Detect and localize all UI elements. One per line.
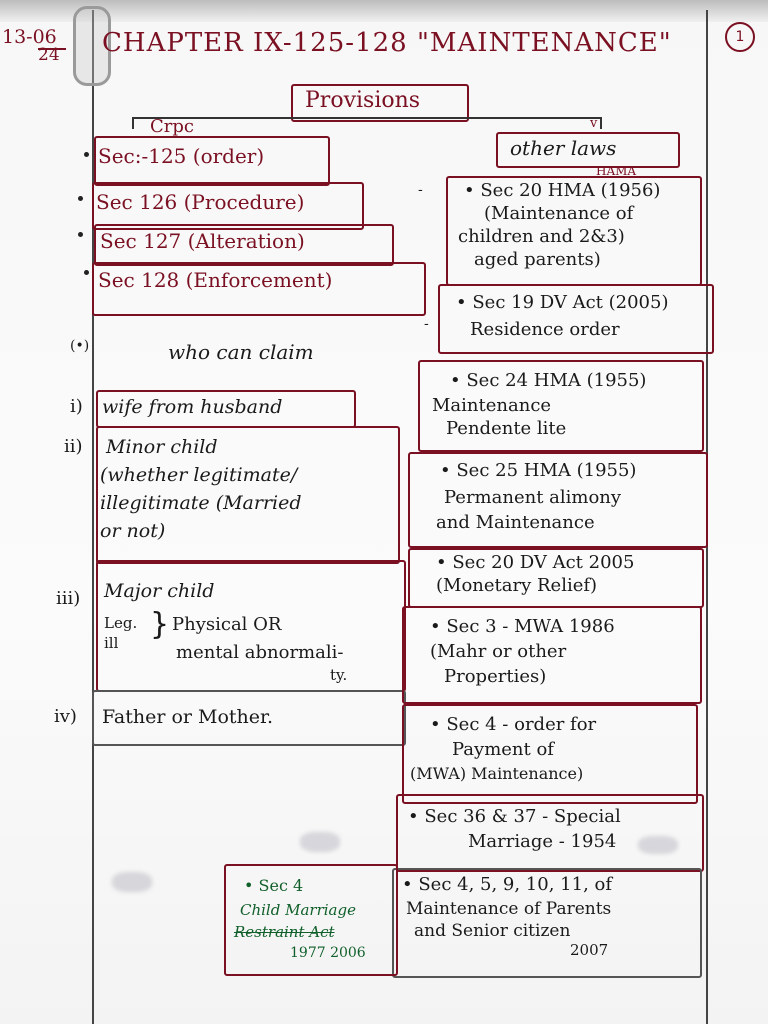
provisions-box: Provisions	[291, 84, 469, 122]
right-section-line: aged parents)	[474, 249, 601, 270]
right-section-line: Residence order	[470, 319, 620, 340]
claimant-line: (whether legitimate/	[100, 464, 298, 486]
right-section-line: (Mahr or other	[430, 641, 567, 662]
right-section-line: • Sec 24 HMA (1955)	[450, 370, 647, 391]
claimant-number: iv)	[54, 706, 77, 727]
right-section-line: and Senior citizen	[414, 921, 571, 941]
right-section-line: Payment of	[452, 739, 554, 760]
page-top-shadow	[0, 0, 768, 22]
smudge	[638, 836, 678, 854]
left-section-box: Sec 126 (Procedure)	[92, 182, 364, 230]
right-section-line: and Maintenance	[436, 512, 595, 533]
right-section-line: • Sec 4, 5, 9, 10, 11, of	[402, 874, 613, 895]
other-laws-box: other laws	[496, 132, 680, 168]
left-section-box: Sec 127 (Alteration)	[94, 224, 394, 266]
right-section-line: • Sec 36 & 37 - Special	[408, 806, 621, 827]
left-section-label: Sec 128 (Enforcement)	[98, 268, 333, 292]
right-section-box: • Sec 20 DV Act 2005 (Monetary Relief)	[408, 548, 704, 608]
claimant-line: or not)	[100, 520, 166, 542]
dash-mark: -	[418, 182, 423, 198]
claim-marker: (•)	[70, 338, 90, 354]
branch-right-tick	[600, 117, 602, 129]
brace-icon: }	[150, 607, 170, 642]
left-section-box: Sec:-125 (order)	[94, 136, 330, 186]
claimant-number: iii)	[56, 588, 81, 609]
right-section-line: Pendente lite	[446, 418, 567, 439]
bullet	[84, 152, 89, 157]
major-child-line: mental abnormali-	[176, 642, 344, 663]
claimant-line: Minor child	[106, 436, 218, 458]
child-marriage-line: Child Marriage	[240, 901, 356, 919]
bullet	[84, 270, 89, 275]
left-margin-line	[92, 10, 94, 1024]
date-fraction-line	[38, 48, 66, 50]
claimant-line: wife from husband	[102, 396, 283, 418]
right-section-line: • Sec 19 DV Act (2005)	[456, 292, 669, 313]
hama-note: HAMA	[596, 164, 637, 178]
bullet	[78, 232, 83, 237]
right-section-box: • Sec 19 DV Act (2005) Residence order	[438, 284, 714, 354]
page-number: 1	[725, 22, 755, 52]
right-section-line: Marriage - 1954	[468, 831, 617, 852]
right-section-box: • Sec 4, 5, 9, 10, 11, of Maintenance of…	[392, 868, 702, 978]
claimant-line: Major child	[104, 580, 215, 602]
right-section-line: • Sec 4 - order for	[430, 714, 597, 735]
right-section-line: children and 2&3)	[458, 226, 625, 247]
right-section-line: • Sec 25 HMA (1955)	[440, 460, 637, 481]
branch-arrow: v	[590, 116, 598, 131]
major-child-line: Physical OR	[172, 614, 282, 635]
right-section-line: • Sec 20 DV Act 2005	[436, 552, 635, 573]
left-section-box: Sec 128 (Enforcement)	[92, 262, 426, 316]
child-marriage-line: • Sec 4	[244, 876, 304, 895]
date-bottom: 24	[38, 45, 60, 65]
right-section-box: • Sec 3 - MWA 1986 (Mahr or other Proper…	[402, 606, 702, 704]
right-section-line: Properties)	[444, 666, 547, 687]
provisions-label: Provisions	[305, 88, 421, 113]
smudge	[300, 832, 340, 852]
major-child-line: ty.	[330, 666, 348, 684]
right-section-box: • Sec 20 HMA (1956) (Maintenance of chil…	[446, 176, 702, 286]
dash-mark: -	[424, 316, 429, 332]
left-section-label: Sec:-125 (order)	[98, 144, 265, 168]
claimant-line: Father or Mother.	[102, 706, 274, 728]
right-section-line: Permanent alimony	[444, 487, 622, 508]
provisions-branch-line	[132, 117, 602, 119]
claimant-number: i)	[70, 396, 83, 417]
right-section-line: Maintenance of Parents	[406, 899, 612, 919]
claimant-box: Minor child (whether legitimate/ illegit…	[96, 426, 400, 564]
claimant-box: wife from husband	[96, 390, 356, 428]
child-marriage-line: Restraint Act	[234, 923, 335, 941]
other-laws-label: other laws	[510, 136, 617, 160]
paper-clip-icon	[73, 6, 111, 86]
right-section-box: • Sec 24 HMA (1955) Maintenance Pendente…	[418, 360, 704, 452]
right-section-box: • Sec 25 HMA (1955) Permanent alimony an…	[408, 452, 708, 548]
branch-left-tick	[132, 117, 134, 129]
claimant-line: illegitimate (Married	[100, 492, 302, 514]
right-section-line: • Sec 3 - MWA 1986	[430, 616, 615, 637]
claimant-box: Father or Mother.	[92, 690, 406, 746]
right-section-box: • Sec 36 & 37 - Special Marriage - 1954	[396, 794, 704, 872]
right-section-line: Maintenance	[432, 395, 552, 416]
left-section-label: Sec 126 (Procedure)	[96, 190, 305, 214]
right-section-line: (Monetary Relief)	[436, 575, 598, 596]
chapter-title: CHAPTER IX-125-128 "MAINTENANCE"	[102, 28, 672, 58]
right-section-line: 2007	[570, 941, 609, 959]
child-marriage-box: • Sec 4 Child Marriage Restraint Act 197…	[224, 864, 398, 976]
date-top: 13-06	[2, 26, 57, 48]
bullet	[78, 196, 83, 201]
smudge	[112, 872, 152, 892]
right-section-line: (Maintenance of	[484, 203, 634, 224]
legitimate-abbrev: Leg.	[104, 614, 138, 632]
who-can-claim-heading: who can claim	[168, 340, 314, 364]
right-section-box: • Sec 4 - order for Payment of (MWA) Mai…	[402, 704, 698, 804]
left-section-label: Sec 127 (Alteration)	[100, 229, 305, 253]
child-marriage-line: 1977 2006	[290, 945, 366, 961]
illegitimate-abbrev: ill	[104, 634, 119, 652]
claimant-number: ii)	[64, 436, 83, 457]
crpc-label: Crpc	[150, 116, 194, 137]
right-section-line: • Sec 20 HMA (1956)	[464, 180, 661, 201]
right-section-line: (MWA) Maintenance)	[410, 764, 584, 783]
